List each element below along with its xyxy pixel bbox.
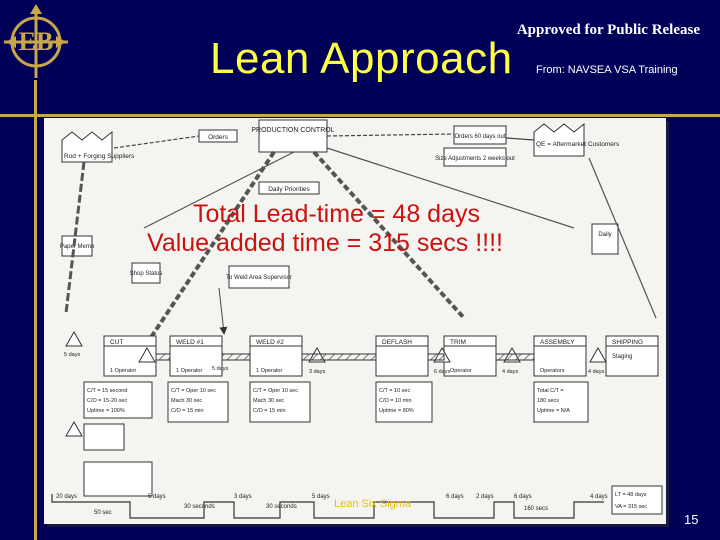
timeline-day-4: 6 days	[446, 494, 464, 500]
orders-label: Orders	[208, 134, 229, 141]
timeline-day-3: 5 days	[312, 494, 330, 500]
supplier-factory-icon	[61, 130, 113, 163]
svg-text:C/O = 15 min: C/O = 15 min	[253, 408, 286, 414]
operator-weld2: 1 Operator	[256, 368, 282, 374]
weld-area-label: To Weld Area Supervisor	[226, 275, 292, 281]
process-assembly-box	[533, 335, 587, 377]
supplier-label: Rod + Forging Suppliers	[64, 153, 135, 160]
timeline-day-6: 6 days	[514, 494, 532, 500]
inventory-4: 4 days	[502, 369, 518, 375]
svg-text:C/T = 10 sec: C/T = 10 sec	[379, 388, 410, 394]
inventory-triangle-icon	[65, 420, 83, 437]
approval-notice: Approved for Public Release	[516, 22, 700, 38]
operator-weld1: 1 Operator	[176, 368, 202, 374]
inventory-0: 5 days	[64, 352, 80, 358]
svg-text:Uptime = N/A: Uptime = N/A	[537, 408, 570, 414]
production-control-label: PRODUCTION CONTROL	[251, 127, 334, 134]
inventory-1: 5 days	[212, 366, 228, 372]
svg-text:Total C/T =: Total C/T =	[537, 388, 564, 394]
timeline-sec-1: 30 seconds	[184, 504, 215, 510]
operator-trim: Operator	[450, 368, 472, 374]
daily-label: Daily	[598, 232, 611, 238]
inventory-triangle-icon	[65, 330, 83, 347]
production-control-box	[258, 119, 328, 153]
svg-text:Mach 30 sec: Mach 30 sec	[171, 398, 202, 404]
value-added-callout: Value added time = 315 secs !!!!	[147, 229, 504, 257]
timeline-sec-0: 50 sec	[94, 510, 112, 516]
timeline-sec-3: 160 secs	[524, 506, 548, 512]
svg-text:180 secs: 180 secs	[537, 398, 559, 404]
process-cut-label: CUT	[110, 339, 123, 346]
process-shipping-label: SHIPPING	[612, 339, 643, 346]
footer-text: Lean Six Sigma	[334, 498, 412, 510]
process-weld1-label: WELD #1	[176, 339, 204, 346]
svg-text:Uptime = 80%: Uptime = 80%	[379, 408, 414, 414]
svg-text:C/O = 10 min: C/O = 10 min	[379, 398, 412, 404]
svg-text:C/O = 15 min: C/O = 15 min	[171, 408, 204, 414]
eb-logo-icon: EB	[4, 4, 68, 78]
process-deflash-label: DEFLASH	[382, 339, 412, 346]
svg-text:C/T = Oper 10 sec: C/T = Oper 10 sec	[171, 388, 216, 394]
shipping-staging: Staging	[612, 354, 632, 360]
svg-text:C/T = 15 second: C/T = 15 second	[87, 388, 127, 394]
source-note: From: NAVSEA VSA Training	[536, 64, 678, 76]
timeline-day-5: 2 days	[476, 494, 494, 500]
process-boxes: CUT WELD #1 WELD #2 DEFLASH TRIM ASSEMBL…	[103, 335, 659, 377]
gold-horizontal-rule	[0, 114, 720, 117]
process-weld2-label: WELD #2	[256, 339, 284, 346]
customer-factory-icon	[533, 122, 585, 157]
size-adjustments-label: Size Adjustments 2 weeks out	[435, 156, 515, 162]
summary-va: VA = 315 sec	[615, 504, 647, 510]
slide-title: Lean Approach	[210, 34, 513, 83]
paper-memo-label: Paper Memo	[60, 244, 95, 250]
svg-text:C/T = Oper 10 sec: C/T = Oper 10 sec	[253, 388, 298, 394]
daily-priorities-label: Daily Priorities	[268, 186, 310, 193]
orders-daily-label: Orders 60 days out	[454, 134, 505, 140]
svg-text:C/O = 15-20 sec: C/O = 15-20 sec	[87, 398, 127, 404]
logo-letters: EB	[19, 27, 54, 56]
inventory-triangle-icon	[138, 346, 156, 363]
timeline-day-2: 3 days	[234, 494, 252, 500]
customer-label: QE = Aftermarket Customers	[536, 141, 620, 148]
svg-text:Uptime = 100%: Uptime = 100%	[87, 408, 125, 414]
summary-lt: LT = 48 days	[615, 492, 647, 498]
data-boxes: C/T = 15 second C/O = 15-20 sec Uptime =…	[83, 381, 589, 423]
process-assembly-label: ASSEMBLY	[540, 339, 575, 346]
timeline-day-1: 5 days	[148, 494, 166, 500]
page-number: 15	[684, 512, 699, 527]
operator-assembly: Operators	[540, 368, 565, 374]
operator-cut: 1 Operator	[110, 368, 136, 374]
svg-text:Mach 30 sec: Mach 30 sec	[253, 398, 284, 404]
inventory-triangle-icon	[589, 346, 607, 363]
inventory-5: 4 days	[588, 369, 604, 375]
inventory-3: 6 days	[434, 369, 450, 375]
gold-vertical-rule	[34, 80, 37, 540]
timeline-sec-2: 30 seconds	[266, 504, 297, 510]
inventory-2: 3 days	[309, 369, 325, 375]
timeline-day-7: 4 days	[590, 494, 608, 500]
timeline-ladder	[51, 494, 604, 519]
process-trim-label: TRIM	[450, 339, 466, 346]
shop-status-label: Shop Status	[130, 271, 163, 277]
lead-time-callout: Total Lead-time = 48 days	[193, 200, 480, 228]
value-stream-map: PRODUCTION CONTROL Rod + Forging Supplie…	[44, 118, 666, 524]
process-shipping-box	[605, 335, 659, 377]
timeline-day-0: 20 days	[56, 494, 77, 500]
